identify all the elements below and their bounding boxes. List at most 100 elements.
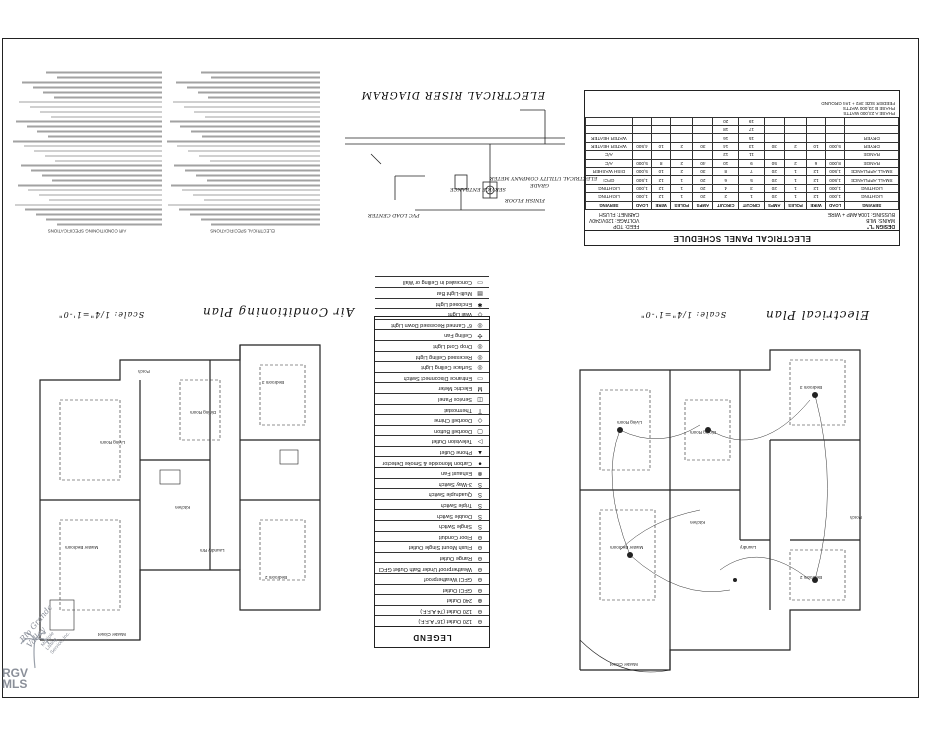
electrical-plan-scale: Scale: 1/4"=1'-0" bbox=[640, 310, 727, 319]
spec-line bbox=[16, 120, 162, 123]
legend-symbol-icon: ⊗ bbox=[477, 470, 483, 477]
legend-item: ◫Service Panel bbox=[375, 392, 489, 404]
panel-cell: 5,000 bbox=[632, 167, 652, 176]
panel-cell bbox=[670, 117, 693, 126]
legend-symbol-icon: ▤ bbox=[477, 290, 483, 297]
spec-line bbox=[28, 189, 162, 191]
spec-heading: AIR CONDITIONING SPECIFICATIONS bbox=[47, 228, 127, 234]
panel-cell: 16 bbox=[712, 133, 739, 143]
panel-cell: WATER HEATER bbox=[585, 133, 633, 143]
spec-line bbox=[205, 116, 320, 118]
spec-line bbox=[183, 106, 320, 108]
spec-line bbox=[211, 223, 320, 226]
panel-column-header: SERVING bbox=[585, 201, 633, 210]
panel-cell bbox=[806, 150, 826, 160]
legend-label: 240 Outlet bbox=[446, 597, 472, 604]
panel-cell bbox=[632, 150, 652, 160]
legend-symbol-icon: ◎ bbox=[477, 364, 483, 371]
panel-cell bbox=[806, 133, 826, 143]
panel-cell: 12 bbox=[806, 175, 826, 185]
panel-column-header: LOAD bbox=[632, 201, 652, 210]
legend-item: ⊖Floor Conduit bbox=[375, 530, 489, 542]
panel-cell: 1 bbox=[738, 192, 765, 202]
legend-item: ◎Surface Ceiling Light bbox=[375, 361, 489, 372]
legend-symbol-icon: ◎ bbox=[477, 321, 483, 328]
panel-cell: 1 bbox=[784, 192, 807, 202]
panel-cell: 1,500 bbox=[632, 175, 652, 185]
palm-tree-icon bbox=[20, 632, 50, 669]
legend-symbol-icon: ⊕ bbox=[477, 597, 483, 604]
spec-line bbox=[171, 184, 320, 187]
spec-line bbox=[22, 81, 162, 84]
spec-line bbox=[208, 96, 320, 99]
electrical-plan-title: Electrical Plan bbox=[765, 308, 870, 322]
panel-column-header: AMPS bbox=[764, 201, 785, 210]
spec-line bbox=[51, 116, 162, 118]
panel-cell: 1,500 bbox=[825, 175, 845, 185]
panel-cell: 20 bbox=[692, 184, 713, 193]
panel-cell: 5,000 bbox=[632, 159, 652, 168]
legend-label: Doorbell Button bbox=[434, 427, 472, 434]
panel-cell: 12 bbox=[806, 192, 826, 202]
panel-cell: 5,000 bbox=[825, 142, 845, 151]
spec-line bbox=[33, 86, 162, 89]
panel-cell bbox=[825, 125, 845, 134]
legend-item: ▭Entrance Disconnect Switch bbox=[375, 371, 489, 383]
panel-cell: 9 bbox=[738, 159, 765, 168]
panel-cell: 20 bbox=[692, 192, 713, 202]
legend-symbol-icon: S bbox=[478, 491, 483, 498]
legend-symbol-icon: S bbox=[478, 480, 483, 487]
legend-symbol-icon: ▢ bbox=[477, 427, 483, 434]
legend-item: ⊗Exhaust Fan bbox=[375, 467, 489, 478]
legend-symbol-icon: ▷ bbox=[477, 438, 483, 445]
panel-cell bbox=[806, 117, 826, 126]
legend-item: ⊖GFCI Weatherproof bbox=[375, 573, 489, 584]
spec-text-lines bbox=[12, 72, 162, 226]
ac-room-bed2: Bedroom 2 bbox=[265, 575, 288, 580]
panel-cell: 10 bbox=[712, 159, 739, 168]
ac-room-dining: Dining Room bbox=[190, 410, 217, 415]
panel-cell: 20 bbox=[764, 175, 785, 185]
legend-symbol-icon: ⊖ bbox=[477, 607, 483, 614]
spec-line bbox=[27, 125, 162, 128]
panel-cell: 20 bbox=[764, 192, 785, 202]
legend-symbol-icon: ◇ bbox=[477, 311, 483, 318]
panel-cell bbox=[651, 133, 671, 143]
panel-cell: LIGHTING bbox=[585, 184, 633, 193]
panel-cell bbox=[585, 117, 633, 126]
legend-label: Double Switch bbox=[436, 512, 472, 519]
legend-item: ⊖Weatherproof Under Bath Outlet GFCI bbox=[375, 562, 489, 574]
panel-cell bbox=[692, 117, 713, 126]
panel-cell bbox=[651, 117, 671, 126]
spec-line bbox=[194, 111, 320, 113]
spec-line bbox=[174, 164, 320, 167]
panel-cell: 10 bbox=[806, 142, 826, 151]
panel-cell: 20 bbox=[764, 184, 785, 193]
legend-item: ▭Concealed in Ceiling or Wall bbox=[375, 276, 489, 287]
panel-cell bbox=[825, 133, 845, 143]
spec-line bbox=[196, 174, 320, 177]
panel-cell bbox=[651, 150, 671, 160]
panel-column-header: LOAD bbox=[825, 201, 845, 210]
spec-line bbox=[206, 179, 320, 182]
ac-room-porch: Porch bbox=[138, 369, 150, 374]
panel-column-header: WIRE bbox=[651, 201, 671, 210]
panel-column-header: WIRE bbox=[806, 201, 826, 210]
panel-cell: 40 bbox=[692, 159, 713, 168]
panel-cell: 1 bbox=[784, 167, 807, 176]
legend-item: ⊕ 240 Outlet bbox=[375, 594, 489, 605]
ac-room-master-closet: Master Closet bbox=[98, 632, 126, 637]
panel-cell bbox=[825, 117, 845, 126]
spec-line bbox=[52, 179, 162, 182]
panel-cell: 30 bbox=[692, 167, 713, 176]
panel-cell bbox=[651, 125, 671, 134]
panel-cell bbox=[764, 133, 785, 143]
panel-footer-2: FEEDER SIZE 3#2 + 1#4 GROUND bbox=[821, 100, 895, 106]
spec-line bbox=[180, 125, 320, 128]
panel-cell: DRYER bbox=[844, 133, 899, 143]
panel-cell: DRYER bbox=[844, 142, 899, 151]
panel-cell bbox=[692, 133, 713, 143]
panel-cell: 15 bbox=[738, 133, 765, 143]
